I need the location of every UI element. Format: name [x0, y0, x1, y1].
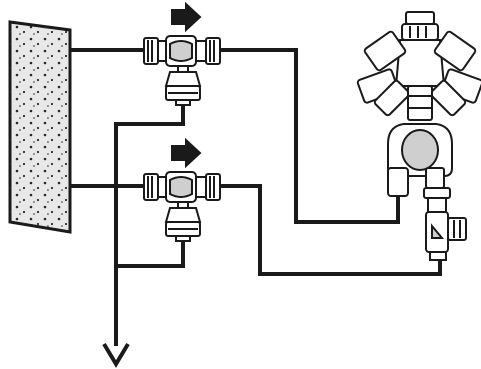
filter-icon	[423, 187, 467, 261]
pipe-network	[70, 48, 442, 346]
upper-drain-pipe	[114, 104, 185, 346]
ball-valve-icon	[143, 171, 221, 203]
upper-valve-assembly	[143, 1, 221, 106]
flow-direction-arrow-icon	[171, 1, 202, 33]
pressure-reducer-icon	[164, 65, 202, 106]
upper-outlet-pipe	[220, 48, 400, 224]
manifold-left-arm	[356, 30, 411, 117]
pressure-reducer-icon	[164, 201, 202, 242]
manifold-right-arm	[429, 30, 481, 117]
wall-icon	[8, 20, 72, 234]
lower-outlet-pipe	[220, 184, 442, 276]
lower-drain-pipe	[116, 240, 185, 268]
ball-valve-icon	[143, 35, 221, 67]
drain-arrow-icon	[102, 342, 130, 368]
lower-valve-assembly	[143, 137, 221, 242]
flow-direction-arrow-icon	[171, 137, 202, 169]
manifold-unit	[356, 11, 481, 197]
